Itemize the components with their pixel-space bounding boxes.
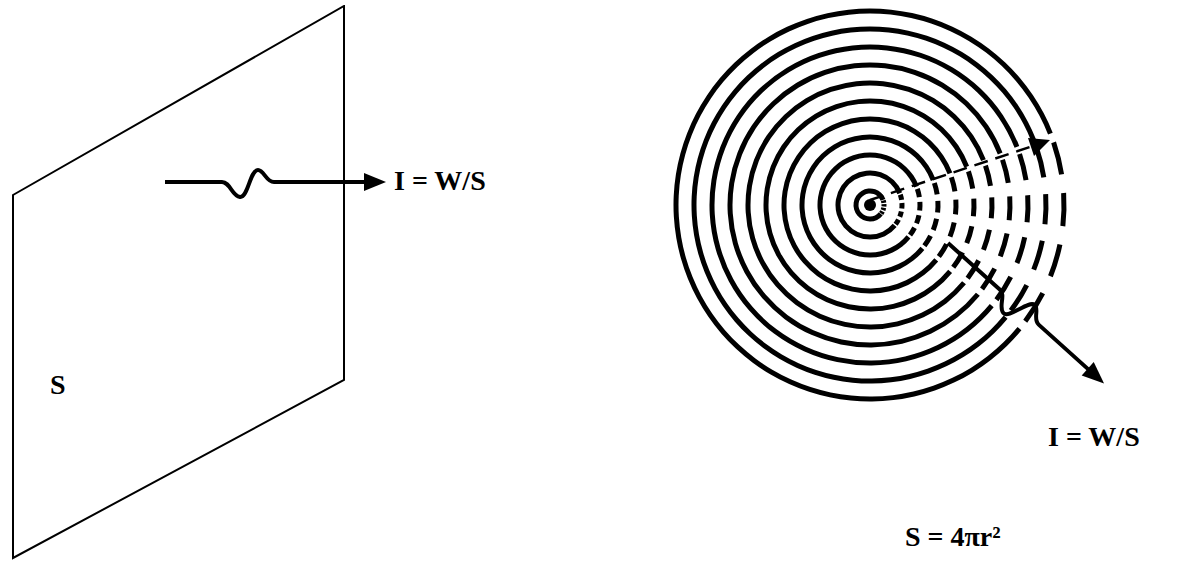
wavefront-ring [691,27,1035,384]
plane-edge [13,6,344,558]
wavefront-dash [881,207,886,211]
wavefront-dash [908,227,917,237]
wavefront-dash [898,194,904,201]
wavefront-dash [981,229,992,250]
plane-surface: S [12,5,345,560]
surface-label: S [50,370,66,401]
arrow-head [1028,138,1050,156]
wavefront-dash [922,235,932,247]
wavefront-dash [915,188,922,197]
concentric-wavefronts [673,9,1066,402]
wave-arrow [938,234,1112,395]
wavefront-dash [937,243,949,258]
wavefront-dash [935,201,940,213]
wavefront-dash [914,215,921,225]
wavefront-dash [971,198,977,216]
wavefront-dash [953,200,958,215]
wavefront-dash [917,202,922,211]
wavefront-ring [764,99,970,312]
area-formula: S = 4πr² [905,522,1001,553]
point-source [864,199,876,211]
arrow-head [1082,362,1110,390]
wavefront-ring [781,116,952,293]
wavefront-dash [897,211,903,218]
wavefront-dash [931,218,939,231]
wavefront-dash [1048,244,1062,277]
wavefront-dash [998,233,1010,257]
wavefront-dash [983,165,993,186]
wavefront-dash [964,226,974,244]
wavefront-dash [894,218,901,225]
wavefront-dash [899,203,904,209]
intensity-formula: I = W/S [394,166,486,197]
plane-outline [12,5,345,560]
wavefront-dash [1025,195,1031,222]
intensity-formula: I = W/S [1048,422,1140,453]
wavefront-dash [989,197,995,218]
wavefront-ring [835,171,902,240]
radius-line [870,147,1030,200]
wavefront-dash [881,204,886,207]
wavefront-dash [1015,237,1028,264]
wavefront-dash [1042,194,1048,224]
wavefront-ring [818,153,919,258]
wave-arrow [165,170,386,197]
wavefront-dash [1031,240,1044,270]
wave-line [165,170,368,197]
wavefront-ring [709,45,1019,366]
wavefront-dash [1051,142,1064,175]
wavefront-dash [1060,193,1066,227]
wavefront-dash [932,182,940,194]
arrow-head [364,173,386,191]
wavefront-dash [879,210,884,215]
wave-line [938,234,1097,381]
wavefront-ring [727,62,1002,347]
wavefront-dash [1000,159,1011,183]
wavefront-dash [1007,196,1013,220]
wavefront-dash [966,171,975,189]
wavefront-ring [745,80,985,329]
wavefront-dash [948,222,957,237]
wavefront-ring [853,188,885,221]
wavefront-ring [673,9,1052,402]
wavefront-dash [1017,153,1028,180]
wavefront-dash [881,200,886,204]
wavefront-dash [949,176,957,191]
radius-arrow [870,138,1050,200]
wavefront-ring [799,134,935,275]
